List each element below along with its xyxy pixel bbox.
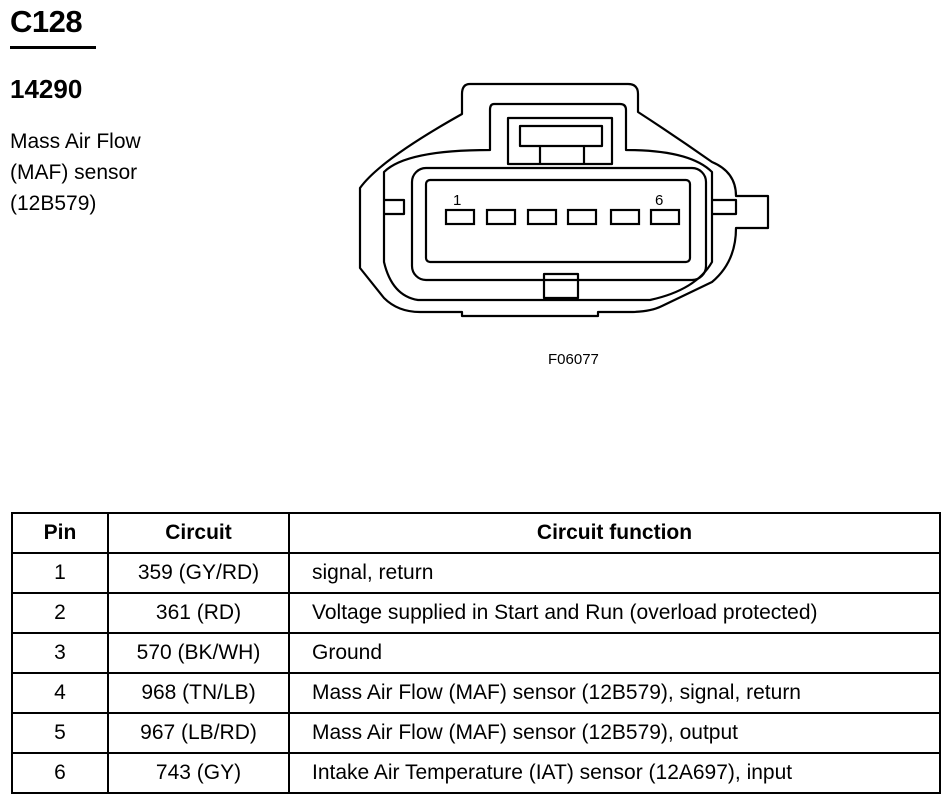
header-pin: Pin xyxy=(11,512,109,554)
side-tab-left xyxy=(384,198,406,216)
cell-pin: 5 xyxy=(11,712,109,754)
side-tab-right xyxy=(712,198,738,216)
cell-function: Voltage supplied in Start and Run (overl… xyxy=(288,592,941,634)
table-row: 6 743 (GY) Intake Air Temperature (IAT) … xyxy=(11,752,941,794)
pin-label-first: 1 xyxy=(453,192,461,209)
connector-face-drawing: 1 6 xyxy=(358,82,770,318)
cell-function: signal, return xyxy=(288,552,941,594)
table-header-row: Pin Circuit Circuit function xyxy=(11,512,941,554)
connector-description: Mass Air Flow (MAF) sensor (12B579) xyxy=(10,126,141,219)
table-row: 3 570 (BK/WH) Ground xyxy=(11,632,941,674)
description-line-3: (12B579) xyxy=(10,192,97,215)
connector-id: C128 xyxy=(10,4,83,39)
header-function: Circuit function xyxy=(288,512,941,554)
cell-circuit: 743 (GY) xyxy=(107,752,290,794)
cell-circuit: 968 (TN/LB) xyxy=(107,672,290,714)
header-circuit: Circuit xyxy=(107,512,290,554)
pin-label-last: 6 xyxy=(655,192,663,209)
cell-function: Ground xyxy=(288,632,941,674)
pin-terminal-4 xyxy=(566,208,598,226)
description-line-2: (MAF) sensor xyxy=(10,161,138,184)
pin-terminal-2 xyxy=(485,208,517,226)
pin-terminal-1 xyxy=(444,208,476,226)
table-row: 4 968 (TN/LB) Mass Air Flow (MAF) sensor… xyxy=(11,672,941,714)
pin-cavity-inner xyxy=(424,178,692,264)
latch-outer xyxy=(506,116,614,166)
cell-function: Mass Air Flow (MAF) sensor (12B579), out… xyxy=(288,712,941,754)
cell-pin: 6 xyxy=(11,752,109,794)
cell-pin: 2 xyxy=(11,592,109,634)
part-number: 14290 xyxy=(10,74,83,104)
description-line-1: Mass Air Flow xyxy=(10,130,141,153)
connector-id-underline xyxy=(10,46,96,49)
table-row: 2 361 (RD) Voltage supplied in Start and… xyxy=(11,592,941,634)
cell-pin: 1 xyxy=(11,552,109,594)
pin-table: Pin Circuit Circuit function 1 359 (GY/R… xyxy=(11,512,941,794)
latch-inner xyxy=(518,124,604,148)
housing-outline xyxy=(358,82,770,318)
housing-inner-outline xyxy=(382,102,714,302)
pin-cavity-outer xyxy=(410,166,708,282)
cell-circuit: 570 (BK/WH) xyxy=(107,632,290,674)
cell-function: Mass Air Flow (MAF) sensor (12B579), sig… xyxy=(288,672,941,714)
table-row: 1 359 (GY/RD) signal, return xyxy=(11,552,941,594)
cell-pin: 3 xyxy=(11,632,109,674)
cell-circuit: 359 (GY/RD) xyxy=(107,552,290,594)
bottom-key xyxy=(542,272,580,300)
cell-pin: 4 xyxy=(11,672,109,714)
cell-circuit: 361 (RD) xyxy=(107,592,290,634)
cell-function: Intake Air Temperature (IAT) sensor (12A… xyxy=(288,752,941,794)
cell-circuit: 967 (LB/RD) xyxy=(107,712,290,754)
figure-code: F06077 xyxy=(548,351,599,368)
pin-terminal-6 xyxy=(649,208,681,226)
pin-terminal-5 xyxy=(609,208,641,226)
table-row: 5 967 (LB/RD) Mass Air Flow (MAF) sensor… xyxy=(11,712,941,754)
pin-terminal-3 xyxy=(526,208,558,226)
